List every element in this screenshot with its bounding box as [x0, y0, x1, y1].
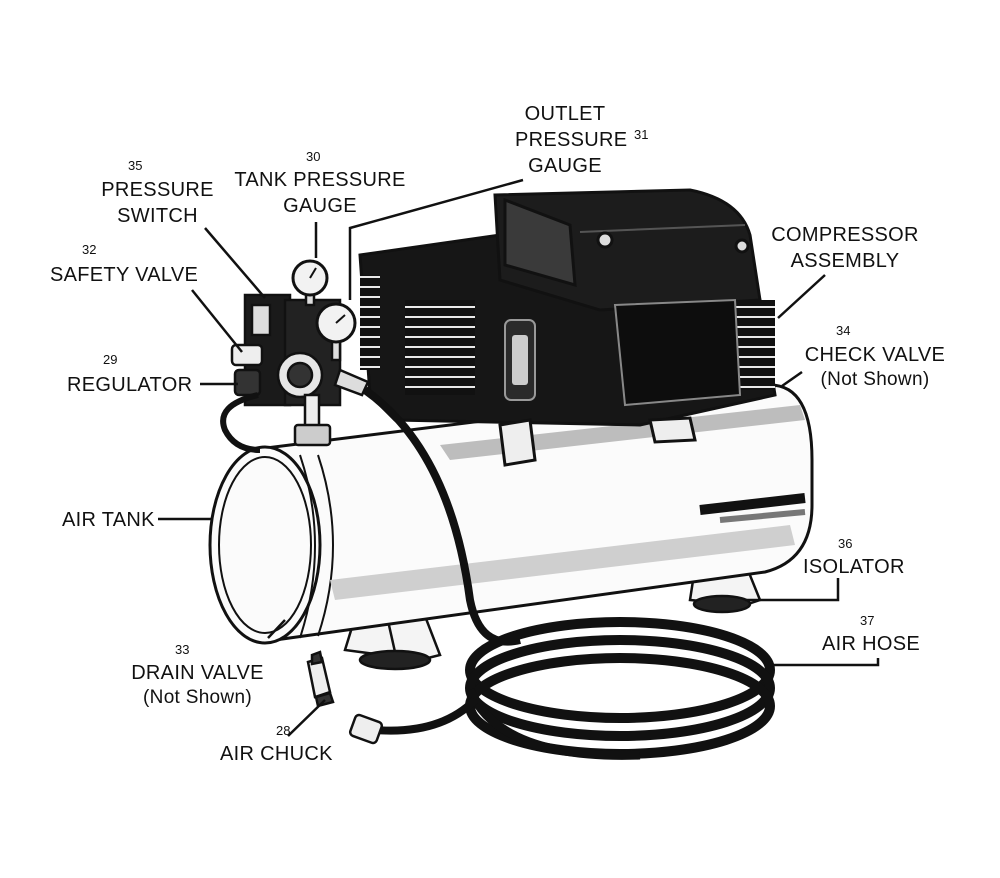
label-outlet-pressure: PRESSURE	[515, 129, 628, 151]
number-drain-valve: 33	[175, 642, 190, 657]
number-check-valve: 34	[836, 323, 851, 338]
label-outlet-gauge: GAUGE	[528, 155, 602, 177]
label-air-hose: AIR HOSE	[822, 633, 920, 655]
label-check-valve: CHECK VALVE	[804, 344, 946, 366]
number-tank-gauge: 30	[306, 149, 321, 164]
number-regulator: 29	[103, 352, 118, 367]
label-assembly: ASSEMBLY	[790, 250, 900, 272]
leader-lines	[158, 178, 880, 737]
label-isolator: ISOLATOR	[803, 556, 905, 578]
number-safety-valve: 32	[82, 242, 97, 257]
number-isolator: 36	[838, 536, 853, 551]
number-air-chuck: 28	[276, 723, 291, 738]
label-drain-valve: DRAIN VALVE	[131, 662, 264, 684]
label-tank-pressure: TANK PRESSURE	[234, 169, 406, 191]
manifold	[230, 259, 370, 447]
number-outlet-gauge: 31	[634, 127, 649, 142]
number-air-hose: 37	[860, 613, 875, 628]
label-compressor: COMPRESSOR	[771, 224, 919, 246]
air-hose-shape	[220, 386, 775, 760]
number-pressure-switch: 35	[128, 158, 143, 173]
label-tank-gauge: GAUGE	[283, 195, 357, 217]
label-air-tank: AIR TANK	[62, 509, 155, 531]
label-air-chuck: AIR CHUCK	[220, 743, 333, 765]
label-outlet: OUTLET	[524, 103, 606, 125]
label-switch: SWITCH	[117, 205, 198, 227]
air-chuck-shape	[306, 650, 335, 708]
label-safety-valve: SAFETY VALVE	[50, 264, 199, 286]
label-drain-valve-not-shown: (Not Shown)	[143, 687, 252, 708]
label-check-valve-not-shown: (Not Shown)	[820, 369, 930, 390]
air-tank-shape	[208, 383, 814, 645]
label-pressure: PRESSURE	[101, 179, 214, 201]
label-regulator: REGULATOR	[67, 374, 193, 396]
compressor-housing	[358, 188, 777, 467]
